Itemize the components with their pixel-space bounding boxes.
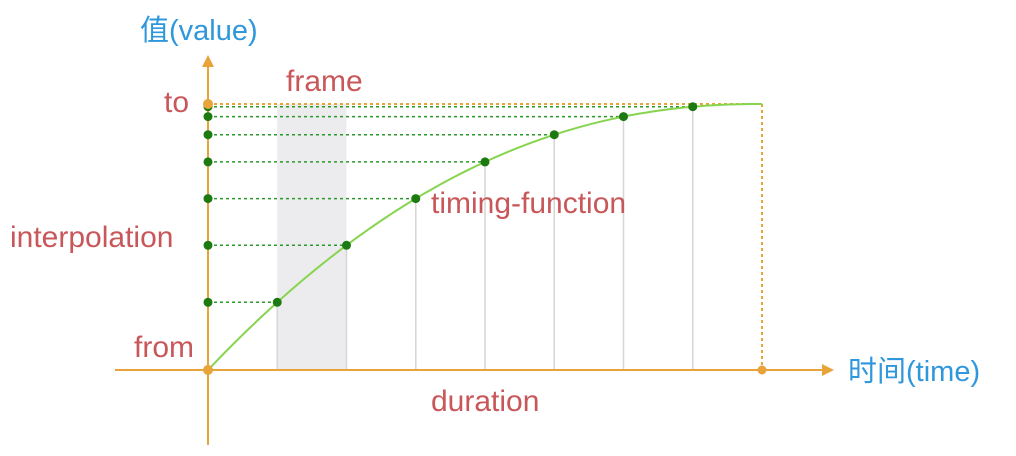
- interpolated-value-dot: [203, 240, 213, 250]
- from-label: from: [134, 331, 194, 364]
- value-axis-arrowhead: [202, 55, 214, 67]
- keyframe-dot: [688, 102, 698, 112]
- time-axis-arrowhead: [822, 364, 834, 376]
- highlighted-frame-band: [277, 104, 347, 370]
- keyframe-dot: [272, 297, 282, 307]
- value-axis-title: 值(value): [140, 14, 258, 47]
- duration-end-point: [757, 365, 767, 375]
- interpolated-value-dot: [203, 297, 213, 307]
- to-label: to: [164, 86, 189, 119]
- interpolation-label: interpolation: [10, 221, 173, 254]
- to-point: [203, 99, 213, 109]
- interpolation-lines: [208, 105, 693, 304]
- keyframe-dot: [480, 157, 490, 167]
- keyframe-points: [203, 102, 698, 307]
- frame-dividers: [276, 106, 694, 370]
- interpolated-value-dot: [203, 130, 213, 140]
- time-axis-title: 时间(time): [848, 355, 980, 388]
- keyframe-dot: [549, 130, 559, 140]
- frame-label: frame: [286, 65, 363, 98]
- interpolated-value-dot: [203, 157, 213, 167]
- from-origin-point: [203, 365, 213, 375]
- interpolated-value-dot: [203, 194, 213, 204]
- interpolated-value-dot: [203, 112, 213, 122]
- keyframe-dot: [342, 240, 351, 250]
- duration-label: duration: [431, 385, 539, 418]
- timing-function-label: timing-function: [431, 187, 626, 220]
- keyframe-dot: [411, 194, 421, 204]
- keyframe-dot: [619, 112, 628, 122]
